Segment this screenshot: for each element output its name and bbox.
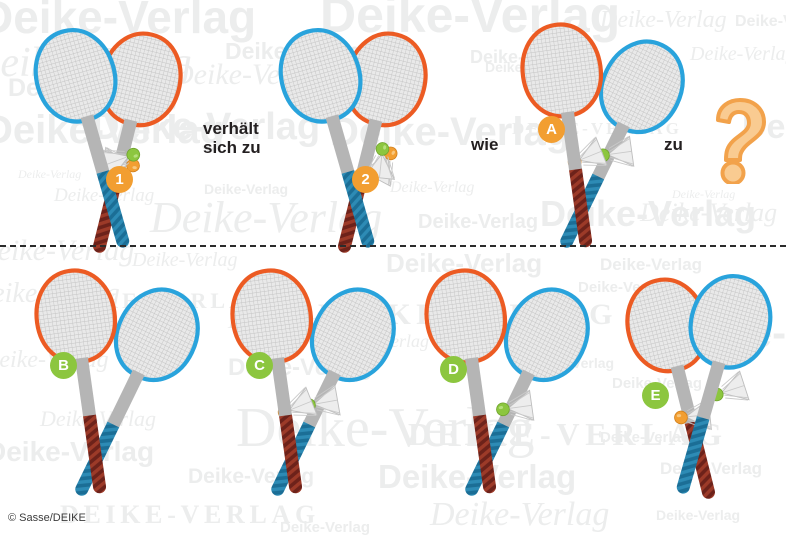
prompt-panel-2[interactable] bbox=[255, 16, 465, 241]
prompt-panel-a[interactable] bbox=[500, 16, 710, 241]
answer-panel-e[interactable] bbox=[600, 262, 786, 512]
connective-zu: zu bbox=[664, 135, 683, 154]
answer-panel-c[interactable] bbox=[208, 258, 408, 503]
panel-badge-1[interactable]: 1 bbox=[106, 166, 133, 193]
watermark: Deike-Verlag bbox=[735, 13, 786, 30]
connective-wie: wie bbox=[471, 135, 499, 154]
panel-badge-a[interactable]: A bbox=[538, 116, 565, 143]
section-divider bbox=[0, 245, 786, 247]
watermark: DEIKE-VERLAG bbox=[60, 500, 320, 529]
watermark: Deike-Verlag bbox=[280, 519, 371, 536]
answer-panel-b[interactable] bbox=[12, 258, 212, 503]
watermark: Deike-Verlag bbox=[430, 496, 610, 533]
connective-verhaelt-sich-zu: verhält sich zu bbox=[203, 119, 261, 158]
answer-panel-d[interactable] bbox=[402, 258, 602, 503]
copyright-credit: © Sasse/DEIKE bbox=[8, 512, 86, 524]
prompt-panel-1[interactable] bbox=[10, 16, 220, 241]
answer-badge-b[interactable]: B bbox=[50, 352, 77, 379]
answer-badge-e[interactable]: E bbox=[642, 382, 669, 409]
answer-badge-d[interactable]: D bbox=[440, 356, 467, 383]
answer-badge-c[interactable]: C bbox=[246, 352, 273, 379]
question-mark-icon bbox=[708, 98, 768, 189]
panel-badge-2[interactable]: 2 bbox=[352, 166, 379, 193]
